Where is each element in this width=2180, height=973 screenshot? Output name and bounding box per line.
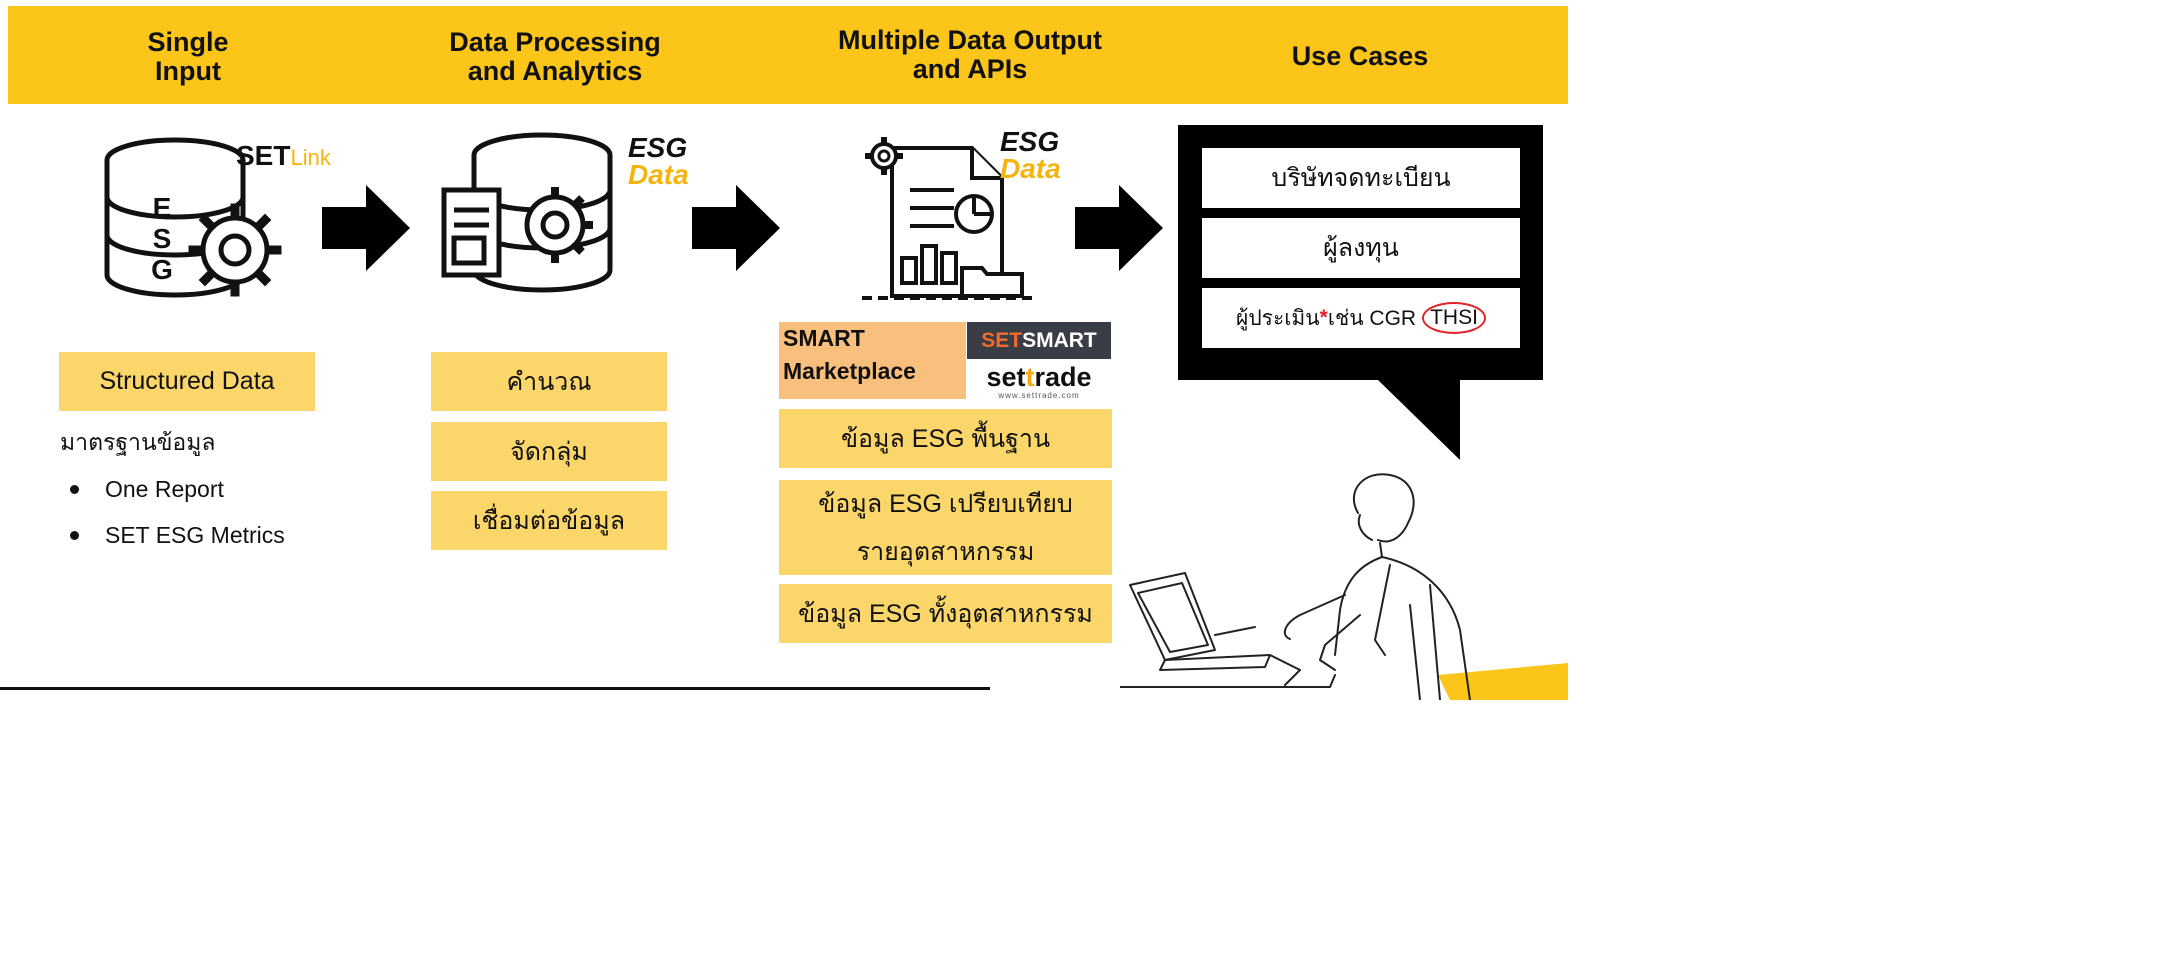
arrow-right-icon [1075, 185, 1163, 271]
esg-database-icon [104, 137, 282, 298]
structured-data-box: Structured Data [59, 352, 315, 411]
step-calculate: คำนวณ [431, 352, 667, 411]
standard-list: One Report SET ESG Metrics [70, 466, 285, 558]
output-basic-esg: ข้อมูล ESG พื้นฐาน [779, 409, 1112, 468]
list-item: One Report [70, 466, 285, 512]
data-processing-icon [441, 132, 613, 293]
report-document-icon [862, 137, 1037, 300]
column-title-processing: Data Processing and Analytics [449, 27, 661, 86]
person-laptop-illustration [1120, 473, 1568, 700]
setlink-logo: SETLink [236, 140, 331, 171]
output-industry-compare: ข้อมูล ESG เปรียบเทียบ รายอุตสาหกรรม [779, 480, 1112, 575]
esg-data-logo: ESG Data [1000, 126, 1061, 184]
usecase-listed-company: บริษัทจดทะเบียน [1202, 148, 1520, 208]
bottom-divider [0, 687, 990, 690]
usecase-investor: ผู้ลงทุน [1202, 218, 1520, 278]
esg-letters: E S G [151, 192, 173, 285]
arrow-right-icon [692, 185, 780, 271]
smart-marketplace-logo: SMART Marketplace [779, 322, 966, 399]
column-title-use-cases: Use Cases [1291, 41, 1429, 71]
column-title-single-input: Single Input [147, 27, 229, 86]
list-item: SET ESG Metrics [70, 512, 285, 558]
settrade-logo: settrade www.settrade.com [986, 362, 1092, 400]
esg-data-logo: ESG Data [628, 132, 689, 190]
column-title-output: Multiple Data Output and APIs [838, 25, 1102, 84]
step-group: จัดกลุ่ม [431, 422, 667, 481]
arrow-right-icon [322, 185, 410, 271]
output-whole-industry: ข้อมูล ESG ทั้งอุตสาหกรรม [779, 584, 1112, 643]
step-link-data: เชื่อมต่อข้อมูล [431, 491, 667, 550]
header-bar [8, 6, 1568, 104]
thsi-highlight: THSI [1422, 302, 1486, 334]
standard-label: มาตรฐานข้อมูล [60, 429, 216, 455]
